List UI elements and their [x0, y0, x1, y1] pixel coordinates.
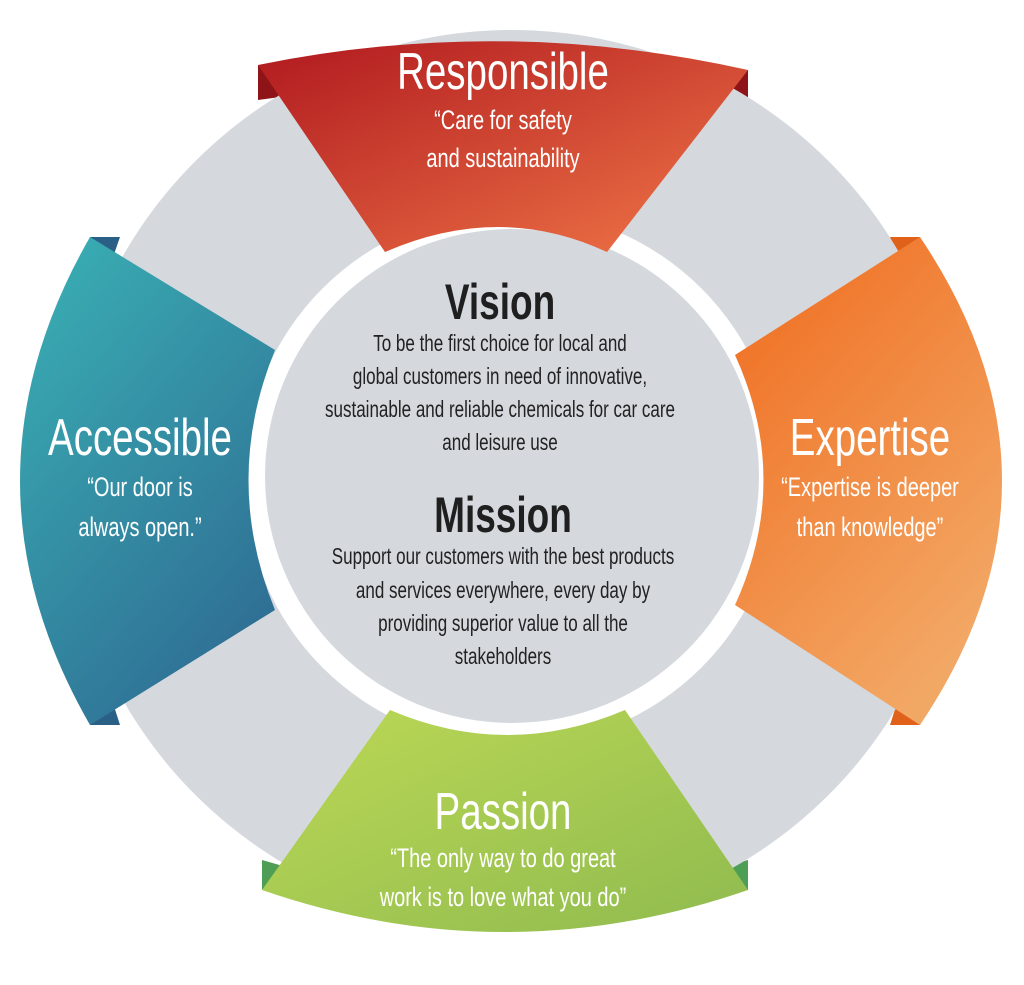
value-quote-line: “Care for safety	[434, 105, 572, 135]
banner-responsible	[258, 41, 748, 252]
value-title-passion: Passion	[434, 783, 572, 841]
center-circle	[265, 229, 759, 723]
banner-expertise	[735, 237, 1002, 725]
value-title-expertise: Expertise	[789, 409, 951, 467]
value-quote-line: than knowledge”	[796, 512, 944, 542]
vision-text-line: sustainable and reliable chemicals for c…	[324, 396, 676, 422]
vision-text-line: To be the first choice for local and	[373, 330, 627, 356]
value-quote-line: always open.”	[78, 512, 202, 542]
vision-title: Vision	[444, 274, 556, 330]
banner-passion	[262, 710, 748, 932]
mission-text-line: and services everywhere, every day by	[355, 577, 651, 603]
mission-text-line: Support our customers with the best prod…	[331, 543, 675, 569]
value-quote-line: work is to love what you do”	[379, 882, 627, 912]
vision-text-line: and leisure use	[442, 429, 558, 455]
mission-text-line: stakeholders	[454, 643, 552, 669]
value-title-responsible: Responsible	[397, 43, 609, 101]
value-quote-line: and sustainability	[426, 143, 580, 173]
vision-text-line: global customers in need of innovative,	[352, 363, 648, 389]
mission-title: Mission	[434, 487, 572, 543]
banner-accessible	[20, 237, 275, 725]
value-quote-line: “Expertise is deeper	[781, 472, 959, 502]
value-quote-line: “Our door is	[87, 472, 193, 502]
value-quote-line: “The only way to do great	[390, 843, 616, 873]
value-title-accessible: Accessible	[48, 409, 232, 467]
mission-text-line: providing superior value to all the	[378, 610, 628, 636]
